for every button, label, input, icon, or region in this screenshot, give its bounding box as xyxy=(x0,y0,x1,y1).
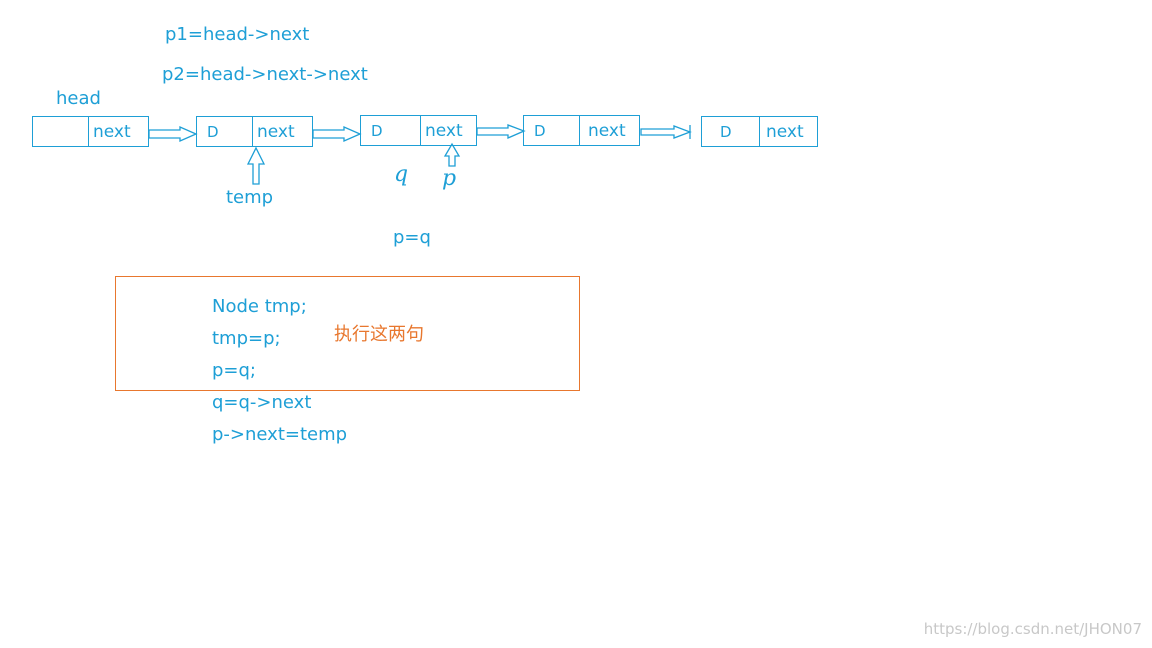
node-4: D next xyxy=(523,115,640,146)
code-line: q=q->next xyxy=(212,392,312,413)
p1-label: p1=head->next xyxy=(165,24,310,45)
node-5: D next xyxy=(701,116,818,147)
arrow-node1-node2 xyxy=(148,126,198,142)
node-next: next xyxy=(588,121,626,141)
head-label: head xyxy=(56,88,101,109)
arrow-node3-node4 xyxy=(476,124,526,139)
node-next: next xyxy=(425,121,463,141)
handwritten-p: p xyxy=(442,166,457,191)
node-2: D next xyxy=(196,116,313,147)
code-line: p=q; xyxy=(212,360,256,381)
node-next: next xyxy=(766,122,804,142)
node-next: next xyxy=(93,122,131,142)
node-next: next xyxy=(257,122,295,142)
node-data: D xyxy=(197,117,253,146)
node-data: D xyxy=(702,117,760,146)
arrow-node4-node5 xyxy=(640,125,692,139)
arrow-temp-up xyxy=(246,146,266,185)
node-1: next xyxy=(32,116,149,147)
handwritten-q: q xyxy=(394,162,409,187)
temp-label: temp xyxy=(226,187,274,208)
code-line: p->next=temp xyxy=(212,424,348,445)
node-3: D next xyxy=(360,115,477,146)
assign-label: p=q xyxy=(393,227,431,248)
arrow-node2-node3 xyxy=(312,126,362,142)
code-line: Node tmp; xyxy=(212,296,307,317)
code-line: tmp=p; xyxy=(212,328,281,349)
arrow-p-up xyxy=(443,142,461,167)
p2-label: p2=head->next->next xyxy=(162,64,368,85)
watermark: https://blog.csdn.net/JHON07 xyxy=(923,620,1142,638)
note-label: 执行这两句 xyxy=(334,324,424,345)
node-data xyxy=(33,117,89,146)
code-box xyxy=(115,276,580,391)
node-data: D xyxy=(361,116,421,145)
node-data: D xyxy=(524,116,580,145)
